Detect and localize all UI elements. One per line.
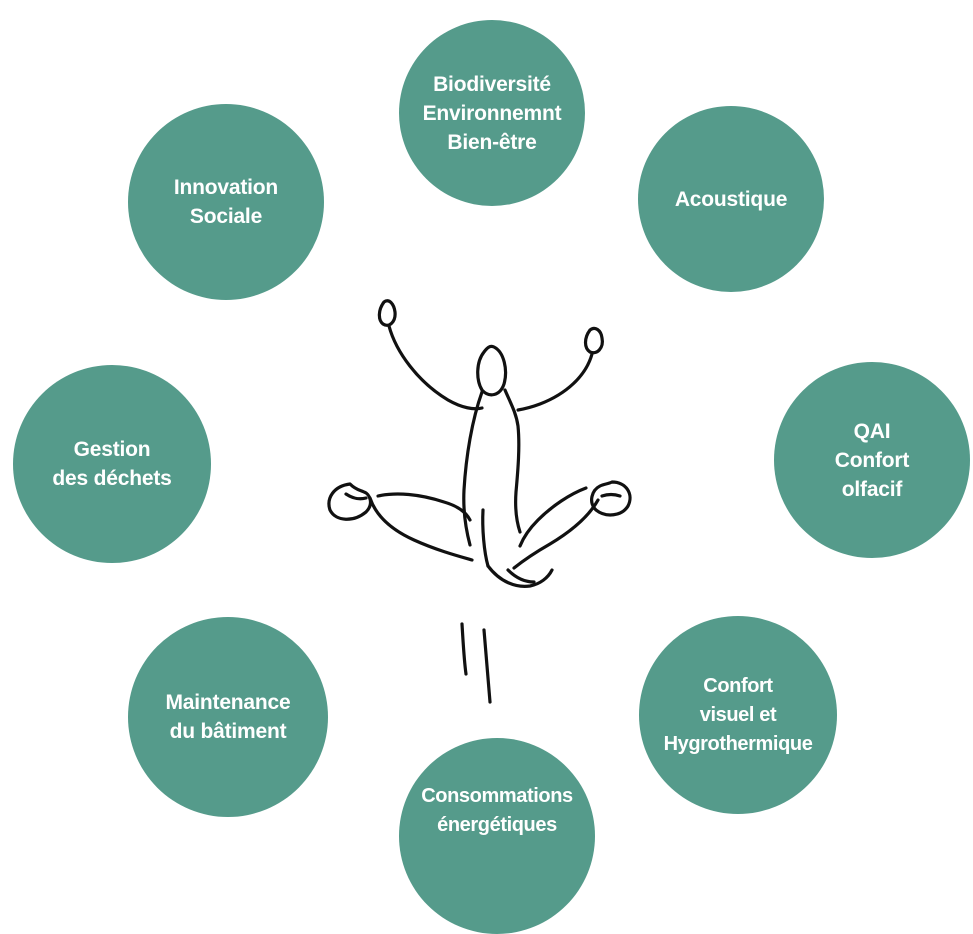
node-label-confort-visuel: Confort visuel et Hygrothermique: [663, 674, 813, 755]
node-label-biodiversite: Biodiversité Environnemnt Bien-être: [422, 72, 562, 154]
node-label-qai: QAI Confort olfacif: [834, 419, 910, 501]
node-biodiversite: Biodiversité Environnemnt Bien-être: [399, 20, 585, 206]
node-qai: QAI Confort olfacif: [774, 362, 970, 558]
node-acoustique: Acoustique: [638, 106, 824, 292]
node-label-maintenance: Maintenance du bâtiment: [165, 691, 291, 743]
node-consommations: Consommations énergétiques: [399, 738, 595, 934]
node-innovation-sociale: Innovation Sociale: [128, 104, 324, 300]
node-confort-visuel: Confort visuel et Hygrothermique: [639, 616, 837, 814]
node-gestion-dechets: Gestion des déchets: [13, 365, 211, 563]
node-label-innovation-sociale: Innovation Sociale: [173, 176, 279, 228]
node-maintenance: Maintenance du bâtiment: [128, 617, 328, 817]
node-label-acoustique: Acoustique: [674, 187, 788, 211]
node-label-consommations: Consommations énergétiques: [421, 785, 573, 836]
node-label-gestion-dechets: Gestion des déchets: [52, 438, 172, 490]
